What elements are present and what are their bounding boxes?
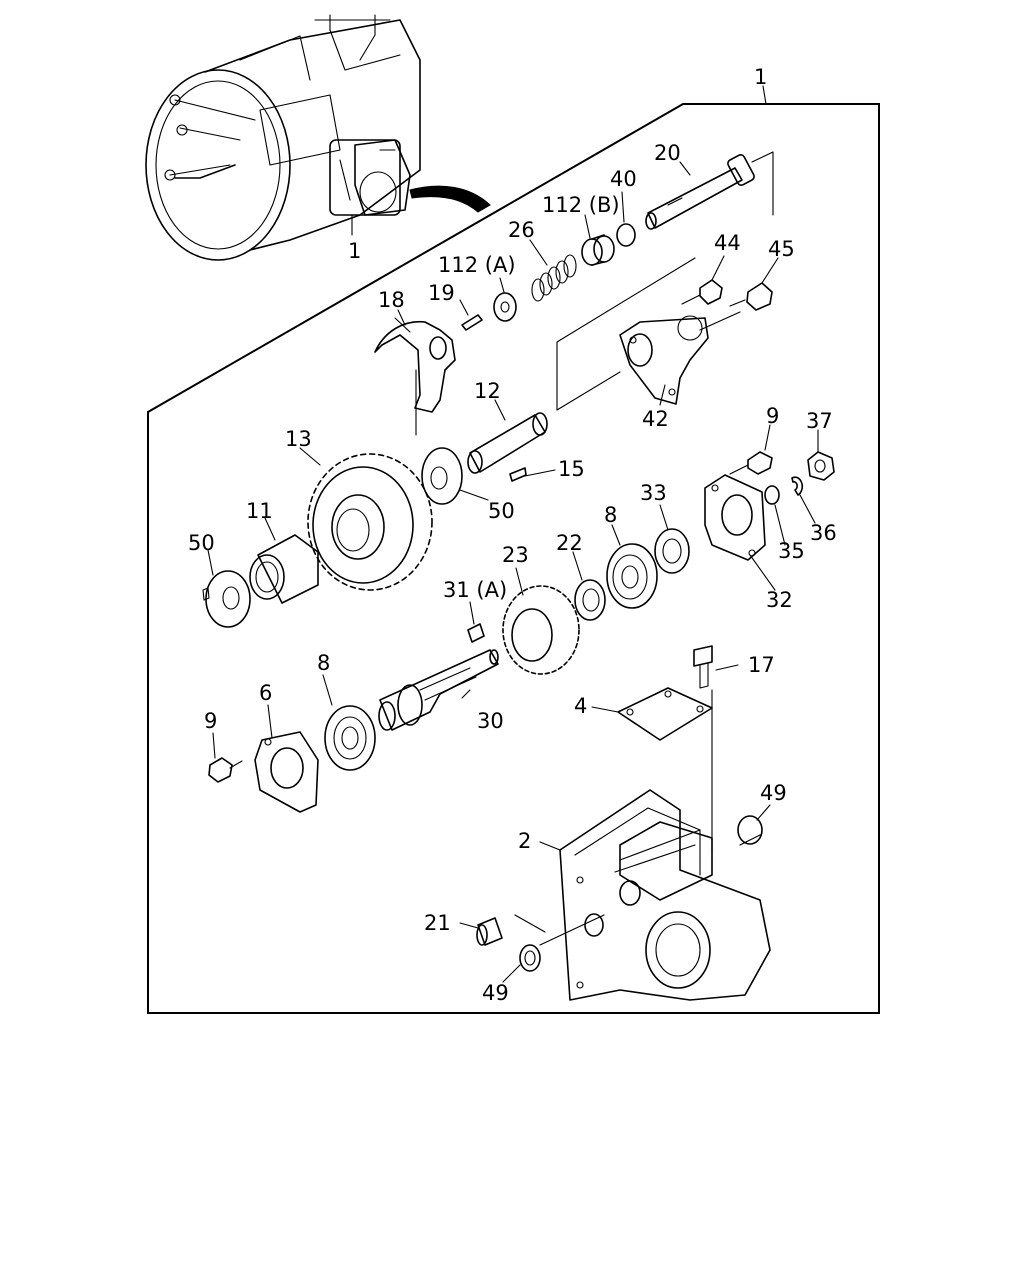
callout-2: 2 [518, 829, 531, 853]
part-13-gear [307, 453, 433, 591]
callout-112b: 112 (B) [542, 193, 620, 217]
callout-17: 17 [748, 653, 775, 677]
callout-18: 18 [378, 288, 405, 312]
callout-50-lower: 50 [188, 531, 215, 555]
part-12-shaft [467, 412, 548, 474]
callout-23: 23 [502, 543, 529, 567]
part-35-washer [764, 485, 780, 505]
callout-20: 20 [654, 141, 681, 165]
callout-9-lower: 9 [204, 709, 217, 733]
callout-22: 22 [556, 531, 583, 555]
callout-49-right: 49 [760, 781, 787, 805]
part-26-spring [531, 254, 577, 302]
callout-19: 19 [428, 281, 455, 305]
callout-44: 44 [714, 231, 741, 255]
part-6-flange [254, 731, 319, 813]
callout-37: 37 [806, 409, 833, 433]
part-49-plug-bottom [519, 944, 541, 972]
callout-8-upper: 8 [604, 503, 617, 527]
callout-30: 30 [477, 709, 504, 733]
part-30-shaft [378, 649, 499, 731]
callout-8-lower: 8 [317, 651, 330, 675]
callout-12: 12 [474, 379, 501, 403]
part-17-bolt [693, 645, 713, 689]
part-112a-washer [493, 292, 517, 322]
callout-33: 33 [640, 481, 667, 505]
part-21-dowel [476, 917, 503, 946]
part-9-bolt-lower [208, 757, 243, 783]
leader-lines [207, 161, 819, 983]
callout-112a: 112 (A) [438, 253, 516, 277]
part-23-pinion-gear [502, 585, 580, 675]
callout-11: 11 [246, 499, 273, 523]
callout-1-top: 1 [754, 65, 767, 89]
callout-31a: 31 (A) [443, 578, 507, 602]
part-11-collar [249, 534, 319, 604]
part-18-shift-fork [374, 317, 456, 436]
part-2-pto-case [559, 789, 771, 1001]
part-22-race [574, 579, 606, 621]
callout-32: 32 [766, 588, 793, 612]
part-33-seal [654, 528, 690, 574]
callout-labels: 1 1 20 40 112 (B) 26 112 (A) 19 18 44 45… [188, 65, 837, 1005]
callout-42: 42 [642, 407, 669, 431]
callout-21: 21 [424, 911, 451, 935]
part-50-thrust-washer-lower [202, 570, 251, 628]
callout-36: 36 [810, 521, 837, 545]
callout-13: 13 [285, 427, 312, 451]
part-45-plug [729, 282, 773, 311]
part-49-plug-right [737, 815, 763, 845]
callout-35: 35 [778, 539, 805, 563]
part-32-flange [704, 474, 766, 561]
callout-50-upper: 50 [488, 499, 515, 523]
callout-49-bottom: 49 [482, 981, 509, 1005]
part-8-bearing-upper [606, 543, 658, 609]
part-9-bolt-upper [729, 451, 773, 475]
part-37-nut [807, 451, 835, 481]
callout-45: 45 [768, 237, 795, 261]
callout-1-engine: 1 [348, 239, 361, 263]
exploded-view-frame [147, 103, 880, 1014]
callout-9-upper: 9 [766, 404, 779, 428]
part-50-thrust-washer-upper [421, 447, 463, 505]
part-31a-key [467, 623, 485, 643]
part-15-pin [509, 467, 527, 482]
callout-26: 26 [508, 218, 535, 242]
part-42-cover [619, 315, 709, 405]
transmission-overview [145, 14, 491, 261]
part-4-cover-plate [617, 687, 713, 741]
part-20-shift-rod [645, 154, 755, 230]
callout-15: 15 [558, 457, 585, 481]
callout-6: 6 [259, 681, 272, 705]
part-8-bearing-lower [324, 705, 376, 771]
part-44-bolt [681, 279, 723, 305]
part-112b-bushing [581, 234, 615, 266]
part-19-pin [461, 314, 483, 331]
callout-40: 40 [610, 167, 637, 191]
part-40-ring [616, 223, 636, 247]
part-36-lock-washer [791, 476, 804, 496]
callout-4: 4 [574, 694, 587, 718]
